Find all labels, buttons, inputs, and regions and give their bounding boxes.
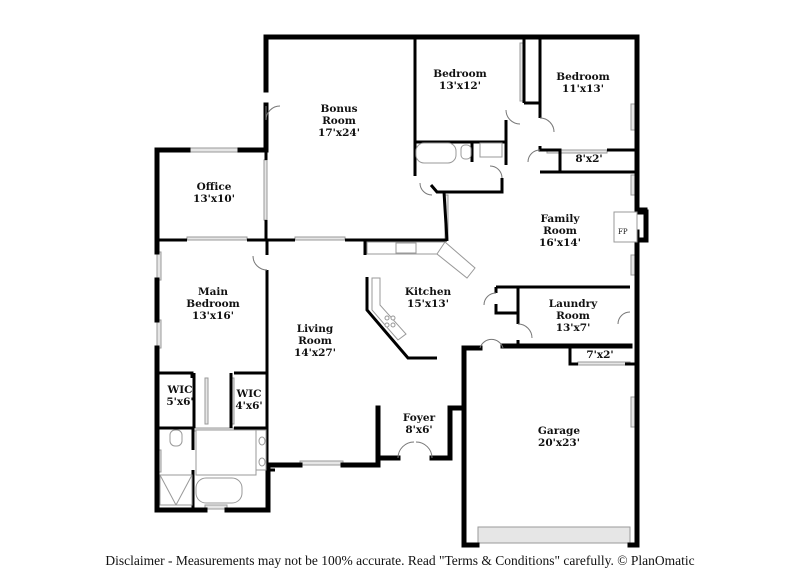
fixtures (159, 142, 638, 506)
disclaimer-text: Disclaimer - Measurements may not be 100… (105, 553, 695, 568)
room-label-laundry-room: Laundry Room 13'x7' (548, 298, 598, 334)
shower-icon (159, 474, 193, 506)
room-label-bedroom-2: Bedroom 13'x12' (433, 68, 487, 92)
doors (252, 105, 631, 459)
stove-burner-icon (384, 315, 390, 321)
room-label-wic-1: WIC 5'x6' (166, 384, 194, 408)
room-label-bedroom-3: Bedroom 11'x13' (556, 71, 610, 95)
main-bathtub-icon (195, 477, 243, 504)
room-label-living-room: Living Room 14'x27' (294, 323, 336, 359)
room-label-garage: Garage 20'x23' (537, 425, 581, 449)
room-label-office: Office 13'x10' (193, 181, 235, 205)
toilet-icon (460, 144, 472, 160)
fireplace-label: FP (618, 228, 628, 236)
walls (154, 34, 649, 548)
main-bath-sink-icon (255, 429, 267, 471)
room-label-family-room: Family Room 16'x14' (539, 213, 581, 249)
kitchen-sink-icon (395, 242, 417, 254)
room-label-closet-8x2: 8'x2' (575, 153, 603, 165)
room-label-closet-7x2: 7'x2' (586, 349, 614, 361)
room-label-foyer: Foyer 8'x6' (402, 412, 436, 436)
bathtub-icon (415, 142, 457, 164)
room-label-bonus-room: Bonus Room 17'x24' (318, 103, 360, 139)
room-label-main-bedroom: Main Bedroom 13'x16' (186, 286, 240, 322)
room-label-wic-2: WIC 4'x6' (235, 388, 263, 412)
bath-sink-icon (479, 142, 503, 158)
room-label-kitchen: Kitchen 15'x13' (404, 286, 452, 310)
fireplace-hearth (613, 211, 638, 243)
main-toilet-icon (169, 429, 183, 447)
